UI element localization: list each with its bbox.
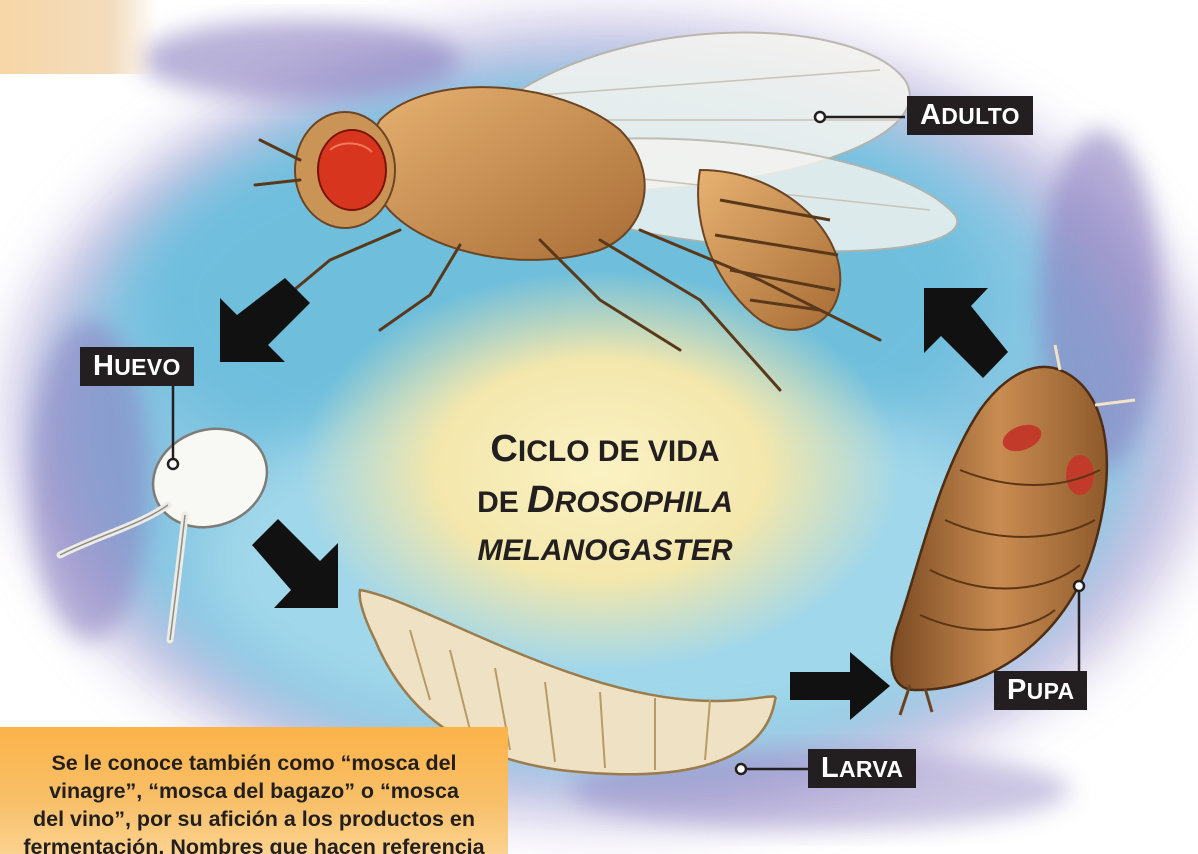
info-note-text: Se le conoce también como “mosca del vin…: [14, 749, 494, 854]
label-huevo: HUEVO: [80, 347, 194, 386]
label-adulto: ADULTO: [907, 96, 1033, 135]
info-note-box: Se le conoce también como “mosca del vin…: [0, 727, 508, 854]
title-line-3: MELANOGASTER: [470, 527, 740, 575]
title-line-2: DE DROSOPHILA: [470, 476, 740, 527]
title-line-1: CICLO DE VIDA: [470, 425, 740, 476]
diagram-title: CICLO DE VIDA DE DROSOPHILA MELANOGASTER: [470, 425, 740, 575]
corner-tint: [0, 0, 158, 74]
label-larva: LARVA: [808, 749, 916, 788]
label-pupa: PUPA: [994, 671, 1087, 710]
